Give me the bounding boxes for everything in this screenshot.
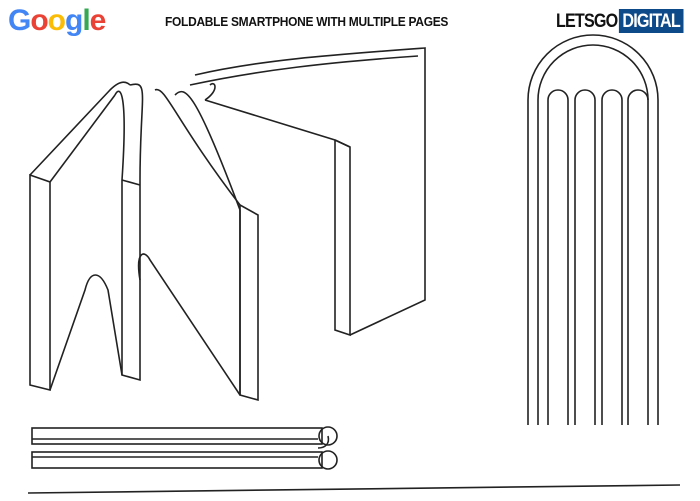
folded-phone-top-view: [527, 34, 659, 425]
logo-letter: o: [47, 4, 66, 37]
logo-letter: l: [82, 4, 90, 37]
logo-letter: e: [89, 4, 107, 37]
folded-phone-side-view: [27, 426, 681, 494]
brand-part1: LETSGO: [556, 11, 618, 32]
letsgodigital-logo: LETSGO DIGITAL: [556, 9, 684, 33]
google-logo: Google: [8, 4, 107, 38]
logo-letter: o: [30, 4, 48, 37]
page-title: FOLDABLE SMARTPHONE WITH MULTIPLE PAGES: [165, 14, 449, 29]
brand-part2: DIGITAL: [619, 9, 684, 33]
folded-phone-perspective: [29, 47, 426, 402]
logo-letter: G: [8, 4, 31, 37]
logo-letter: g: [65, 4, 83, 37]
